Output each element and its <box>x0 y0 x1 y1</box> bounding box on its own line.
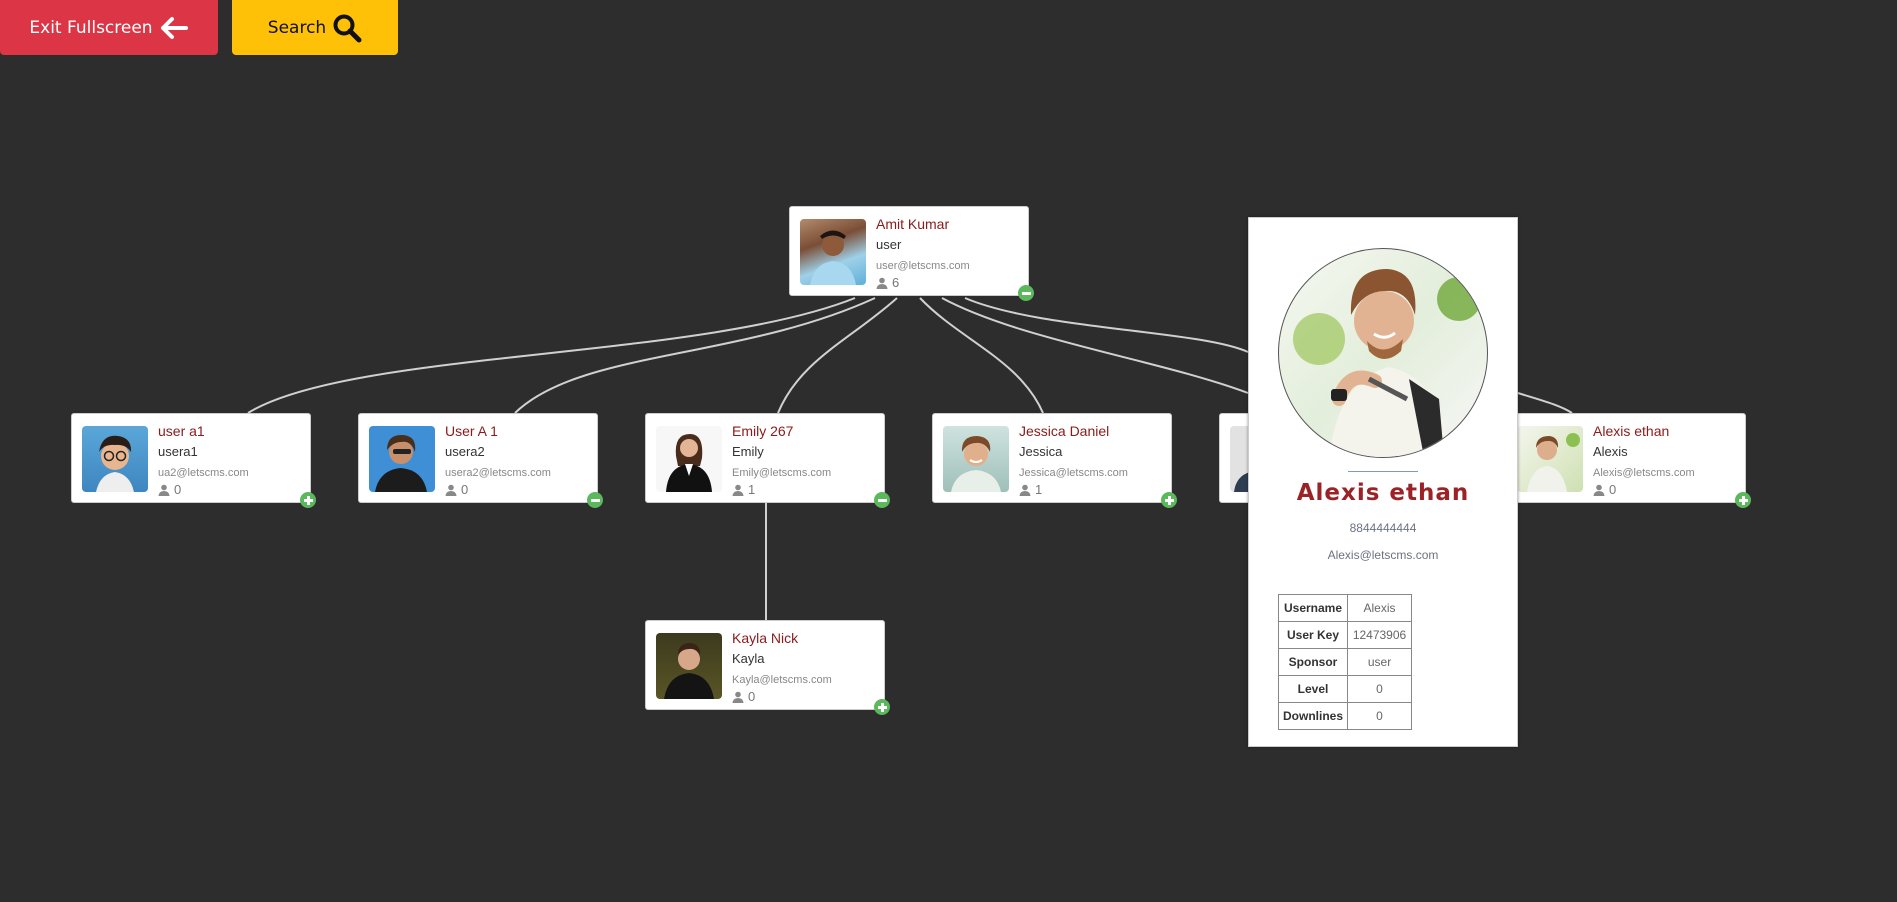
avatar <box>800 219 866 285</box>
expand-toggle[interactable] <box>1161 492 1177 508</box>
avatar <box>656 633 722 699</box>
node-username: usera2 <box>445 444 485 459</box>
tree-node[interactable]: Emily 267 Emily Emily@letscms.com 1 <box>645 413 890 508</box>
avatar <box>656 426 722 492</box>
detail-value: Alexis <box>1347 594 1413 622</box>
node-username: Kayla <box>732 651 765 666</box>
user-icon <box>732 484 744 496</box>
downline-count: 0 <box>748 689 756 704</box>
user-icon <box>158 484 170 496</box>
node-email: Emily@letscms.com <box>732 467 832 479</box>
node-name: user a1 <box>158 423 205 439</box>
exit-fullscreen-button[interactable]: Exit Fullscreen <box>0 0 218 55</box>
expand-toggle[interactable] <box>874 699 890 715</box>
collapse-toggle[interactable] <box>587 492 603 508</box>
popup-name: Alexis ethan <box>1296 480 1470 506</box>
detail-label: Sponsor <box>1277 648 1349 676</box>
downline-count: 1 <box>1035 482 1043 497</box>
downline-count: 1 <box>748 482 756 497</box>
search-label: Search <box>267 17 327 38</box>
node-username: usera1 <box>158 444 198 459</box>
user-icon <box>445 484 457 496</box>
detail-label: User Key <box>1277 621 1349 649</box>
node-name: Kayla Nick <box>732 630 799 646</box>
tree-node[interactable]: User A 1 usera2 usera2@letscms.com 0 <box>358 413 603 508</box>
user-icon <box>1593 484 1605 496</box>
search-button[interactable]: Search <box>232 0 398 55</box>
popup-email: Alexis@letscms.com <box>1327 548 1439 562</box>
user-detail-popup: Alexis ethan 8844444444 Alexis@letscms.c… <box>1248 217 1518 747</box>
user-icon <box>876 277 888 289</box>
tree-node[interactable]: Alexis ethan Alexis Alexis@letscms.com 0 <box>1506 413 1751 508</box>
search-icon <box>333 14 362 42</box>
avatar <box>82 426 148 492</box>
avatar <box>1517 426 1583 492</box>
avatar <box>943 426 1009 492</box>
expand-toggle[interactable] <box>1735 492 1751 508</box>
detail-value: 12473906 <box>1347 621 1413 649</box>
minus-icon <box>590 498 600 502</box>
node-email: usera2@letscms.com <box>445 467 551 479</box>
user-icon <box>1019 484 1031 496</box>
node-email: Jessica@letscms.com <box>1019 467 1128 479</box>
node-email: Alexis@letscms.com <box>1593 467 1695 479</box>
tree-node[interactable]: Jessica Daniel Jessica Jessica@letscms.c… <box>932 413 1177 508</box>
detail-label: Username <box>1277 594 1349 622</box>
minus-icon <box>1021 291 1031 295</box>
node-name: Alexis ethan <box>1593 423 1670 439</box>
expand-toggle[interactable] <box>300 492 316 508</box>
node-username: Emily <box>732 444 764 459</box>
divider <box>1348 471 1418 472</box>
profile-photo <box>1278 248 1488 458</box>
node-name: Amit Kumar <box>876 216 950 232</box>
popup-phone: 8844444444 <box>1349 521 1417 535</box>
user-icon <box>732 691 744 703</box>
node-name: Emily 267 <box>732 423 794 439</box>
downline-count: 0 <box>1609 482 1617 497</box>
collapse-toggle[interactable] <box>1018 285 1034 301</box>
node-username: Alexis <box>1593 444 1628 459</box>
tree-node-root[interactable]: Amit Kumar user user@letscms.com 6 <box>789 206 1034 301</box>
node-name: User A 1 <box>445 423 498 439</box>
detail-label: Level <box>1277 675 1349 703</box>
downline-count: 0 <box>174 482 182 497</box>
node-name: Jessica Daniel <box>1019 423 1110 439</box>
avatar <box>369 426 435 492</box>
minus-icon <box>877 498 887 502</box>
detail-value: 0 <box>1347 702 1413 730</box>
detail-value: user <box>1347 648 1413 676</box>
tree-node[interactable]: user a1 usera1 ua2@letscms.com 0 <box>71 413 316 508</box>
node-username: Jessica <box>1019 444 1063 459</box>
detail-label: Downlines <box>1277 702 1349 730</box>
downline-count: 6 <box>892 275 900 290</box>
node-email: ua2@letscms.com <box>158 467 249 479</box>
tree-node[interactable]: Kayla Nick Kayla Kayla@letscms.com 0 <box>645 620 890 715</box>
collapse-toggle[interactable] <box>874 492 890 508</box>
node-email: Kayla@letscms.com <box>732 674 832 686</box>
downline-count: 0 <box>461 482 469 497</box>
node-username: user <box>876 237 902 252</box>
detail-value: 0 <box>1347 675 1413 703</box>
exit-fullscreen-label: Exit Fullscreen <box>29 17 153 38</box>
arrow-left-icon <box>160 16 188 39</box>
node-email: user@letscms.com <box>876 260 970 272</box>
